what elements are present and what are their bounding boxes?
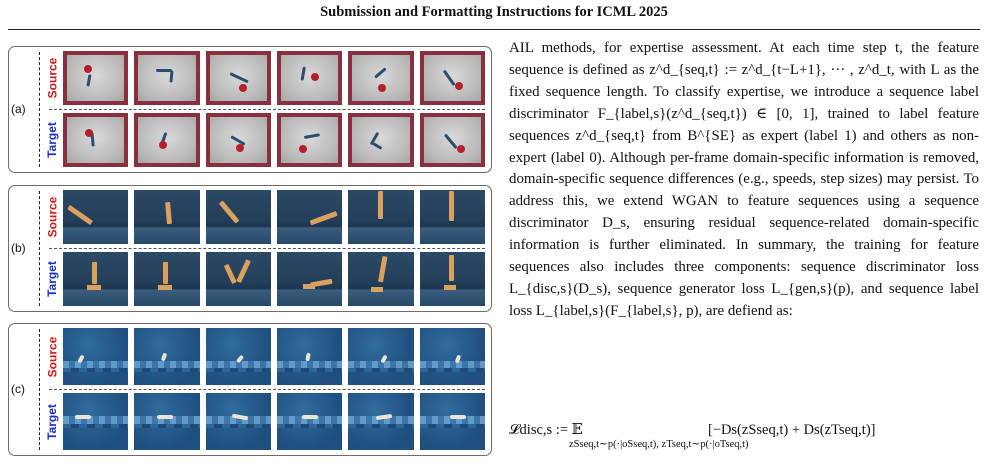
- hopper-frame-icon: [276, 190, 343, 244]
- body-text: AIL methods, for expertise assessment. A…: [509, 38, 979, 323]
- reacher-frame-icon: [205, 51, 271, 105]
- panel-label: (b): [11, 241, 26, 255]
- hopper-frame-icon: [134, 252, 200, 306]
- target-frames: [63, 393, 485, 450]
- figure-panel-a: (a) Source Target: [8, 46, 492, 173]
- source-row-label: Source: [45, 336, 59, 377]
- hopper-frame-icon: [419, 252, 485, 306]
- target-row-label: Target: [45, 122, 60, 158]
- swimmer-frame-icon: [63, 393, 129, 450]
- target-frames: [63, 113, 485, 167]
- target-frames: [63, 252, 485, 306]
- hopper-frame-icon: [63, 252, 129, 306]
- hopper-frame-icon: [134, 190, 200, 244]
- figure-panel-b: (b) Source Target: [8, 185, 492, 312]
- panel-label: (c): [11, 382, 25, 396]
- source-row-label: Source: [45, 57, 59, 99]
- swimmer-frame-icon: [419, 393, 485, 450]
- reacher-frame-icon: [63, 113, 129, 167]
- reacher-frame-icon: [205, 113, 271, 167]
- equation-rhs: [−Ds(zSseq,t) + Ds(zTseq,t)]: [707, 422, 876, 438]
- target-row-label: Target: [45, 403, 60, 440]
- source-frames: [63, 328, 485, 385]
- hopper-frame-icon: [348, 190, 414, 244]
- paragraph: AIL methods, for expertise assessment. A…: [509, 40, 979, 319]
- equation: 𝓛disc,s := 𝔼 [−Ds(zSseq,t) + Ds(zTseq,t)…: [509, 421, 876, 450]
- swimmer-frame-icon: [134, 328, 200, 385]
- reacher-frame-icon: [276, 113, 343, 167]
- divider: [39, 191, 40, 306]
- reacher-frame-icon: [348, 113, 414, 167]
- header-rule: [8, 29, 980, 30]
- equation-lhs: 𝓛disc,s := 𝔼: [509, 422, 583, 438]
- swimmer-frame-icon: [205, 393, 271, 450]
- panel-label: (a): [11, 102, 26, 116]
- divider: [49, 109, 485, 110]
- source-row-label: Source: [45, 196, 59, 238]
- swimmer-frame-icon: [276, 328, 343, 385]
- swimmer-frame-icon: [348, 328, 414, 385]
- hopper-frame-icon: [205, 190, 271, 244]
- reacher-frame-icon: [348, 51, 414, 105]
- source-frames: [63, 51, 485, 105]
- divider: [49, 248, 485, 249]
- reacher-frame-icon: [134, 113, 200, 167]
- reacher-frame-icon: [419, 113, 485, 167]
- hopper-frame-icon: [63, 190, 129, 244]
- hopper-frame-icon: [276, 252, 343, 306]
- reacher-frame-icon: [419, 51, 485, 105]
- divider: [49, 389, 485, 390]
- swimmer-frame-icon: [419, 328, 485, 385]
- swimmer-frame-icon: [276, 393, 343, 450]
- hopper-frame-icon: [419, 190, 485, 244]
- reacher-frame-icon: [276, 51, 343, 105]
- reacher-frame-icon: [63, 51, 129, 105]
- figure-panel-c: (c) Source Target: [8, 323, 492, 456]
- reacher-frame-icon: [134, 51, 200, 105]
- source-frames: [63, 190, 485, 244]
- swimmer-frame-icon: [205, 328, 271, 385]
- swimmer-frame-icon: [134, 393, 200, 450]
- divider: [39, 52, 40, 167]
- swimmer-frame-icon: [63, 328, 129, 385]
- hopper-frame-icon: [205, 252, 271, 306]
- equation-subscript: zSseq,t∼p(·|oSseq,t), zTseq,t∼p(·|oTseq,…: [569, 439, 749, 450]
- page-header: Submission and Formatting Instructions f…: [320, 4, 668, 20]
- swimmer-frame-icon: [348, 393, 414, 450]
- hopper-frame-icon: [348, 252, 414, 306]
- target-row-label: Target: [45, 261, 60, 297]
- divider: [39, 329, 40, 450]
